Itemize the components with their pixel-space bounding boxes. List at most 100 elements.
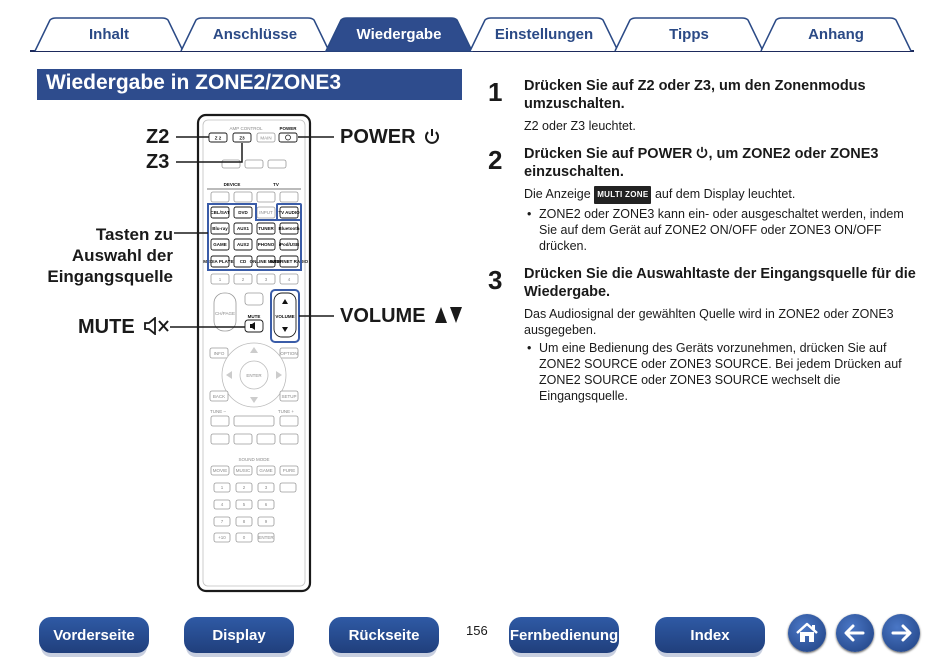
svg-text:3: 3: [265, 485, 268, 490]
input-select-callout: Tasten zu Auswahl der Eingangsquelle: [30, 224, 173, 287]
power-callout-label: POWER: [340, 126, 416, 148]
speaker-mute-icon: [144, 316, 169, 336]
step-heading: Drücken Sie auf Z2 oder Z3, um den Zonen…: [524, 78, 866, 112]
svg-text:DVD: DVD: [238, 210, 248, 215]
svg-text:TUNE –: TUNE –: [210, 409, 227, 414]
arrow-right-icon: [891, 624, 912, 642]
svg-text:Bluetooth: Bluetooth: [279, 226, 300, 231]
nav-rear-panel-button[interactable]: Rückseite: [329, 617, 439, 653]
svg-text:SETUP: SETUP: [281, 394, 296, 399]
svg-text:INTERNET RADIO: INTERNET RADIO: [270, 259, 309, 264]
svg-text:INFO: INFO: [214, 351, 225, 356]
svg-text:OPTION: OPTION: [280, 351, 297, 356]
step-heading-pre: Drücken Sie auf POWER: [524, 146, 697, 162]
nav-index-button[interactable]: Index: [655, 617, 765, 653]
device-label: DEVICE: [224, 182, 241, 187]
z3-button-label: Z3: [239, 136, 245, 141]
mute-callout-label: MUTE: [78, 316, 135, 338]
svg-text:GAME: GAME: [213, 242, 227, 247]
home-button[interactable]: [788, 614, 826, 652]
section-title: Wiedergabe in ZONE2/ZONE3: [37, 69, 462, 100]
main-button-label: MAIN: [260, 136, 271, 141]
nav-front-panel-button[interactable]: Vorderseite: [39, 617, 149, 653]
svg-text:2: 2: [242, 277, 245, 282]
input-callout-line1: Tasten zu: [95, 225, 173, 244]
svg-text:+10: +10: [218, 535, 226, 540]
volume-callout-label: VOLUME: [340, 305, 426, 327]
home-icon: [796, 622, 818, 642]
amp-control-label: AMP CONTROL: [230, 126, 263, 131]
svg-text:CH/PAGE: CH/PAGE: [215, 311, 235, 316]
svg-text:PURE: PURE: [283, 468, 296, 473]
tab-wiedergabe[interactable]: Wiedergabe: [325, 17, 473, 52]
power-label: POWER: [279, 126, 297, 131]
power-icon: [697, 146, 708, 159]
svg-text:ENTER: ENTER: [246, 373, 262, 378]
svg-text:MUTE: MUTE: [248, 314, 261, 319]
tab-tipps[interactable]: Tipps: [614, 17, 764, 52]
volume-up-down-icon: [435, 307, 463, 323]
input-source-buttons[interactable]: CBL/SAT DVD INPUT TV AUDIO Blu-ray AUX1 …: [203, 206, 309, 268]
svg-text:7: 7: [221, 519, 224, 524]
remote-control-illustration: .rb { fill:#fff; stroke:#9a9a9a; stroke-…: [170, 113, 334, 593]
step-1: 1 Drücken Sie auf Z2 oder Z3, um den Zon…: [488, 77, 920, 134]
svg-text:9: 9: [265, 519, 268, 524]
power-icon: [425, 129, 440, 144]
step-bullet: Um eine Bedienung des Geräts vorzunehmen…: [524, 340, 920, 404]
svg-text:VOLUME: VOLUME: [275, 314, 294, 319]
svg-text:1: 1: [219, 277, 222, 282]
svg-text:PHONO: PHONO: [258, 242, 275, 247]
tab-anschluesse[interactable]: Anschlüsse: [180, 17, 330, 52]
svg-text:Blu-ray: Blu-ray: [212, 226, 228, 231]
step-heading: Drücken Sie die Auswahltaste der Eingang…: [524, 266, 916, 300]
svg-text:TUNER: TUNER: [258, 226, 274, 231]
tab-label: Tipps: [669, 26, 709, 43]
svg-text:SOUND MODE: SOUND MODE: [238, 457, 269, 462]
step-bullet: ZONE2 oder ZONE3 kann ein- oder ausgesch…: [524, 206, 920, 254]
svg-text:1: 1: [221, 485, 224, 490]
next-page-button[interactable]: [882, 614, 920, 652]
step-body-line: Die Anzeige MULTI ZONE auf dem Display l…: [524, 186, 920, 204]
tv-label: TV: [273, 182, 279, 187]
tab-inhalt[interactable]: Inhalt: [34, 17, 184, 52]
svg-text:INPUT: INPUT: [259, 210, 273, 215]
svg-text:CBL/SAT: CBL/SAT: [210, 210, 229, 215]
tab-label: Anschlüsse: [212, 26, 298, 43]
svg-text:8: 8: [243, 519, 246, 524]
arrow-left-icon: [844, 624, 865, 642]
page-number: 156: [466, 623, 488, 638]
svg-text:4: 4: [288, 277, 291, 282]
svg-text:5: 5: [243, 502, 246, 507]
z2-callout: Z2: [146, 126, 170, 148]
step-body-pre: Die Anzeige: [524, 187, 595, 201]
svg-text:MUSIC: MUSIC: [236, 468, 251, 473]
step-2: 2 Drücken Sie auf POWER , um ZONE2 oder …: [488, 145, 920, 254]
step-number: 3: [488, 265, 503, 295]
svg-text:6: 6: [265, 502, 268, 507]
nav-remote-control-button[interactable]: Fernbedienung: [509, 617, 619, 653]
svg-text:ONLINE MUSIC: ONLINE MUSIC: [250, 259, 284, 264]
power-callout: POWER: [340, 126, 440, 149]
top-tab-bar: Inhalt Anschlüsse Wiedergabe Einstellung…: [0, 0, 950, 56]
speaker-mute-icon-small: [250, 322, 255, 330]
svg-text:AUX2: AUX2: [237, 242, 250, 247]
tab-label: Einstellungen: [494, 26, 594, 43]
svg-text:CD: CD: [240, 259, 247, 264]
nav-display-button[interactable]: Display: [184, 617, 294, 653]
previous-page-button[interactable]: [836, 614, 874, 652]
step-body: Z2 oder Z3 leuchtet.: [524, 119, 636, 133]
svg-text:iPod/USB: iPod/USB: [279, 242, 300, 247]
svg-text:ENTER: ENTER: [258, 535, 274, 540]
tab-einstellungen[interactable]: Einstellungen: [469, 17, 619, 52]
svg-text:TUNE +: TUNE +: [278, 409, 295, 414]
step-body: Das Audiosignal der gewählten Quelle wir…: [524, 306, 920, 404]
tab-label: Wiedergabe: [356, 26, 442, 43]
svg-text:3: 3: [265, 277, 268, 282]
z3-callout-line: [176, 143, 243, 163]
input-callout-line3: Eingangsquelle: [47, 267, 173, 286]
tab-anhang[interactable]: Anhang: [760, 17, 912, 52]
step-number: 2: [488, 145, 503, 175]
svg-text:4: 4: [221, 502, 224, 507]
z2-button-label: Z 2: [215, 136, 222, 141]
step-body-text: Das Audiosignal der gewählten Quelle wir…: [524, 307, 894, 337]
